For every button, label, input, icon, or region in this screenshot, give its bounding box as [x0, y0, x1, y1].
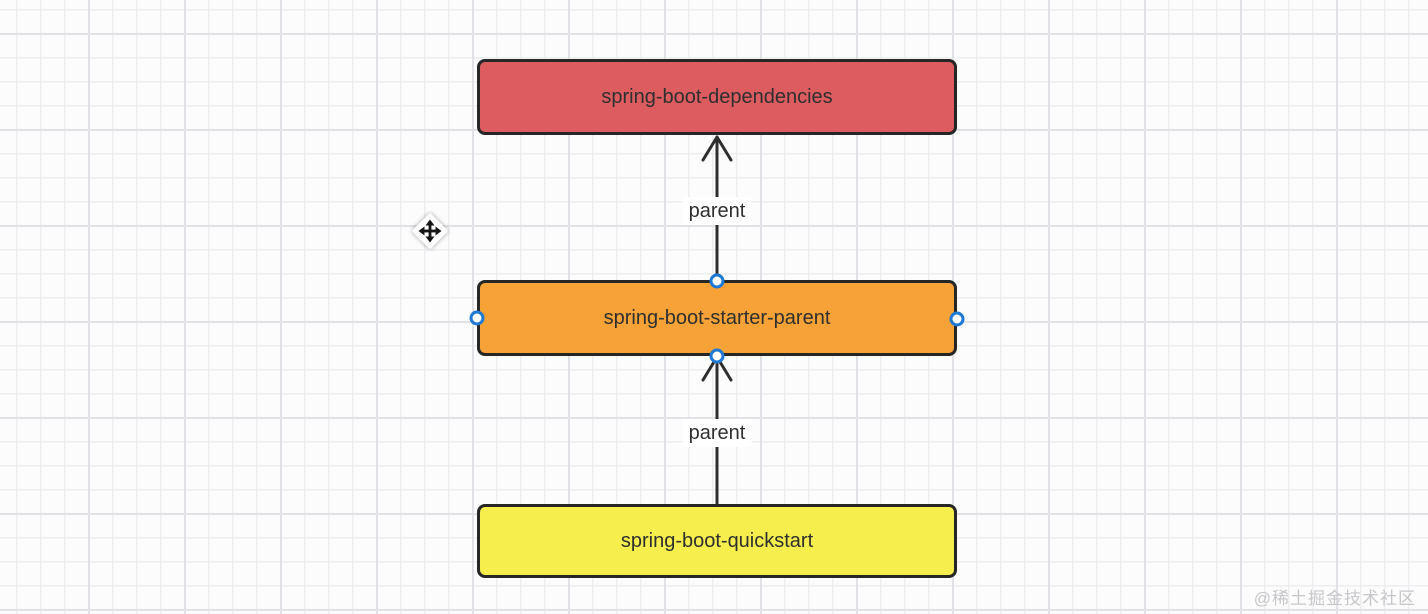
node-label: spring-boot-starter-parent: [603, 306, 831, 329]
connection-handle-right[interactable]: [949, 311, 965, 327]
connection-handle-bottom[interactable]: [709, 348, 725, 364]
node-label: spring-boot-quickstart: [620, 529, 814, 552]
node-spring-boot-starter-parent[interactable]: spring-boot-starter-parent: [477, 280, 957, 356]
edge-label-parent-lower[interactable]: parent: [682, 419, 752, 447]
node-spring-boot-dependencies[interactable]: spring-boot-dependencies: [477, 59, 957, 135]
arrowhead-up-icon: [701, 135, 733, 162]
four-way-arrow-icon: [418, 219, 442, 243]
move-cursor-icon: [411, 212, 449, 250]
connection-handle-left[interactable]: [469, 310, 485, 326]
connection-handle-top[interactable]: [709, 273, 725, 289]
node-spring-boot-quickstart[interactable]: spring-boot-quickstart: [477, 504, 957, 578]
edge-label-parent-upper[interactable]: parent: [682, 197, 752, 225]
node-label: spring-boot-dependencies: [601, 85, 833, 108]
watermark: @稀土掘金技术社区: [1253, 589, 1416, 608]
